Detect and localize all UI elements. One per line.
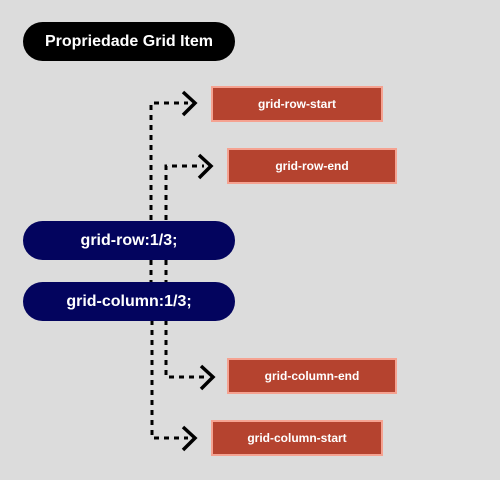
arrowhead-column-start [181,425,198,452]
grid-row-start-label: grid-row-start [258,97,336,111]
grid-row-text: grid-row:1/3; [80,231,178,249]
arrowhead-column-end [199,364,216,391]
grid-column-start-label: grid-column-start [247,431,347,445]
grid-row-start-box: grid-row-start [211,86,383,122]
grid-column-pill: grid-column:1/3; [23,282,235,321]
arrowhead-row-start [181,90,198,117]
arrowhead-row-end [197,153,214,180]
grid-row-pill: grid-row:1/3; [23,221,235,260]
connector-row-end [164,164,204,220]
connector-row-start [149,101,188,220]
connector-column-end [164,320,208,379]
grid-column-end-label: grid-column-end [264,369,360,383]
grid-row-end-box: grid-row-end [227,148,397,184]
grid-column-text: grid-column:1/3; [66,292,192,310]
grid-column-end-box: grid-column-end [227,358,397,394]
grid-row-end-label: grid-row-end [275,159,349,173]
title-pill: Propriedade Grid Item [23,22,235,61]
grid-column-start-box: grid-column-start [211,420,383,456]
connector-column-start [150,320,188,440]
title-text: Propriedade Grid Item [44,32,214,50]
